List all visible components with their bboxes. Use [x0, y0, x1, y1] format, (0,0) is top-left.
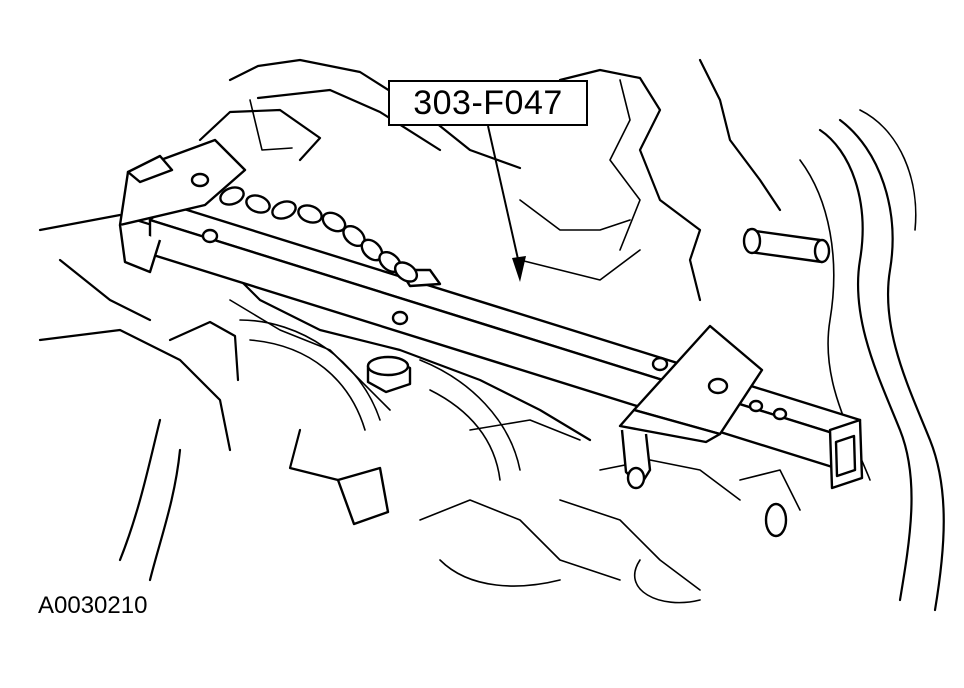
left-clamp-plate	[118, 138, 247, 274]
figure-id-label: A0030210	[38, 592, 148, 619]
engine-background-linework	[38, 58, 945, 612]
right-clamp-plate	[618, 324, 764, 490]
tool-callout-label: 303-F047	[388, 80, 588, 126]
callout-leader-arrow	[487, 125, 526, 282]
lifting-chain	[219, 186, 419, 283]
